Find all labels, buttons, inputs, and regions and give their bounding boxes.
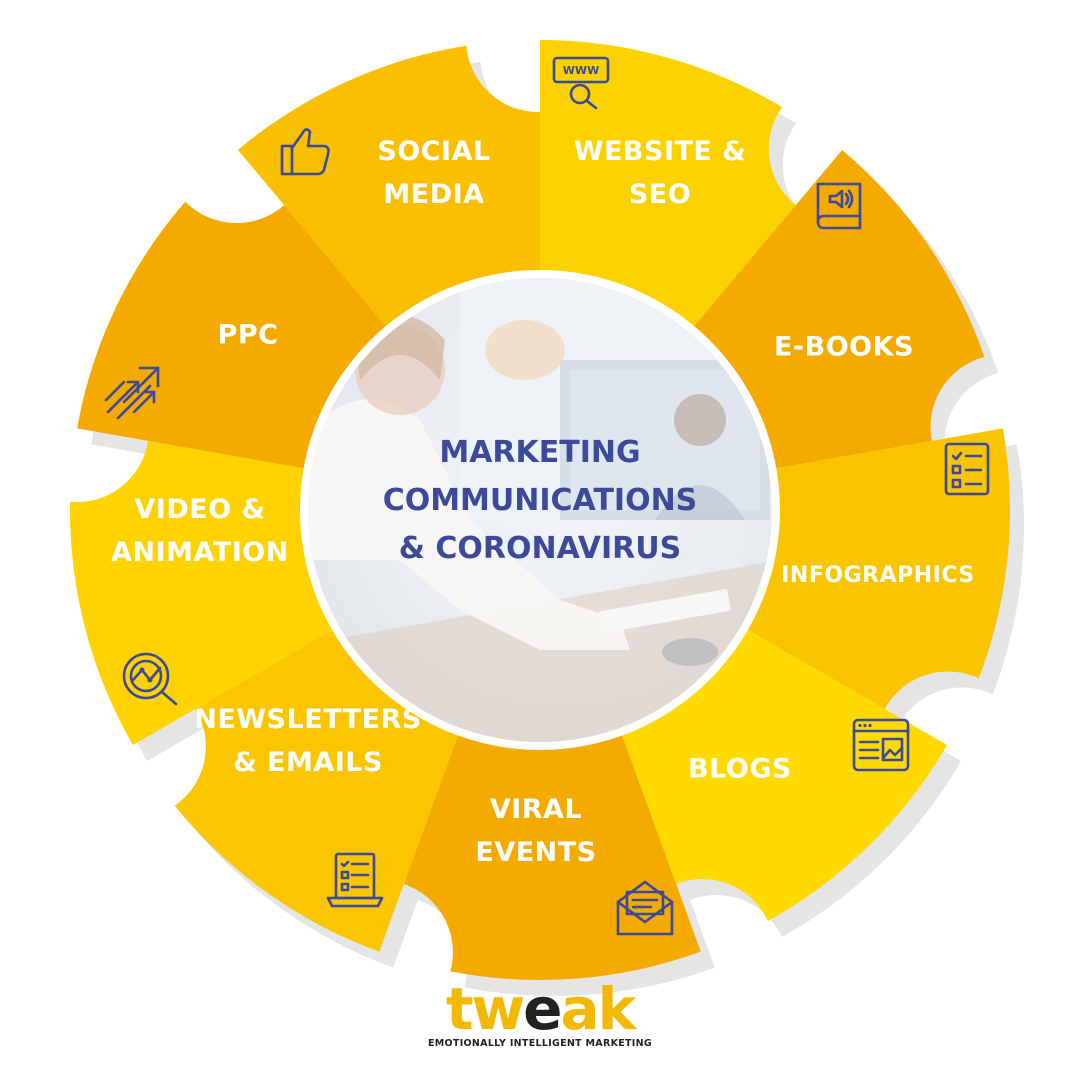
segment-label: & EMAILS bbox=[233, 747, 383, 778]
envelope-icon bbox=[616, 880, 674, 936]
logo-part-2: e bbox=[523, 975, 562, 1043]
segment-label: SOCIAL bbox=[377, 136, 490, 167]
audio-book-icon bbox=[816, 182, 862, 230]
checklist-icon bbox=[944, 442, 990, 496]
growth-arrows-icon bbox=[104, 366, 160, 420]
center-photo: MARKETING COMMUNICATIONS & CORONAVIRUS bbox=[300, 270, 780, 750]
segment-label: INFOGRAPHICS bbox=[781, 563, 974, 588]
center-title-line-3: & CORONAVIRUS bbox=[399, 531, 681, 566]
segment-label: VIDEO & bbox=[134, 494, 265, 525]
segment-social-media bbox=[540, 40, 796, 334]
segment-label: VIRAL bbox=[490, 794, 582, 825]
segment-viral-events bbox=[174, 625, 462, 952]
logo-part-1: tw bbox=[445, 975, 525, 1043]
segment-label: MEDIA bbox=[383, 179, 484, 210]
segments-group bbox=[70, 40, 1010, 980]
svg-text:WWW: WWW bbox=[563, 64, 599, 77]
segment-e-books bbox=[739, 428, 1010, 709]
center-title-line-2: COMMUNICATIONS bbox=[383, 483, 698, 518]
segment-label: E-BOOKS bbox=[774, 332, 914, 363]
segment-ppc bbox=[237, 45, 540, 334]
segment-label: PPC bbox=[218, 320, 279, 351]
segment-website-seo bbox=[687, 149, 985, 471]
segment-label: BLOGS bbox=[688, 754, 792, 785]
segment-label: SEO bbox=[629, 179, 691, 210]
segment-labels: SOCIAL MEDIA WEBSITE & SEO E-BOOKS INFOGRAPHI… bbox=[111, 136, 974, 868]
segment-label: WEBSITE & bbox=[574, 136, 747, 167]
www-search-icon: WWW bbox=[552, 56, 610, 110]
logo-tagline: EMOTIONALLY INTELLIGENT MARKETING bbox=[428, 1038, 652, 1049]
segment-label: NEWSLETTERS bbox=[194, 704, 422, 735]
segment-infographics bbox=[618, 625, 948, 922]
logo-wordmark: tweak bbox=[0, 980, 1080, 1038]
center-title-line-1: MARKETING bbox=[439, 435, 640, 470]
tweak-logo: tweak EMOTIONALLY INTELLIGENT MARKETING bbox=[0, 980, 1080, 1049]
logo-part-3: ak bbox=[560, 975, 636, 1043]
browser-article-icon bbox=[852, 718, 910, 772]
analytics-magnifier-icon bbox=[122, 652, 178, 706]
segment-label: ANIMATION bbox=[111, 537, 289, 568]
segment-label: EVENTS bbox=[475, 837, 596, 868]
segment-blogs bbox=[403, 726, 701, 980]
segment-newsletters-emails bbox=[70, 440, 341, 745]
segment-video-animation bbox=[77, 201, 393, 471]
thumbs-up-icon bbox=[280, 128, 330, 176]
laptop-list-icon bbox=[326, 852, 384, 908]
